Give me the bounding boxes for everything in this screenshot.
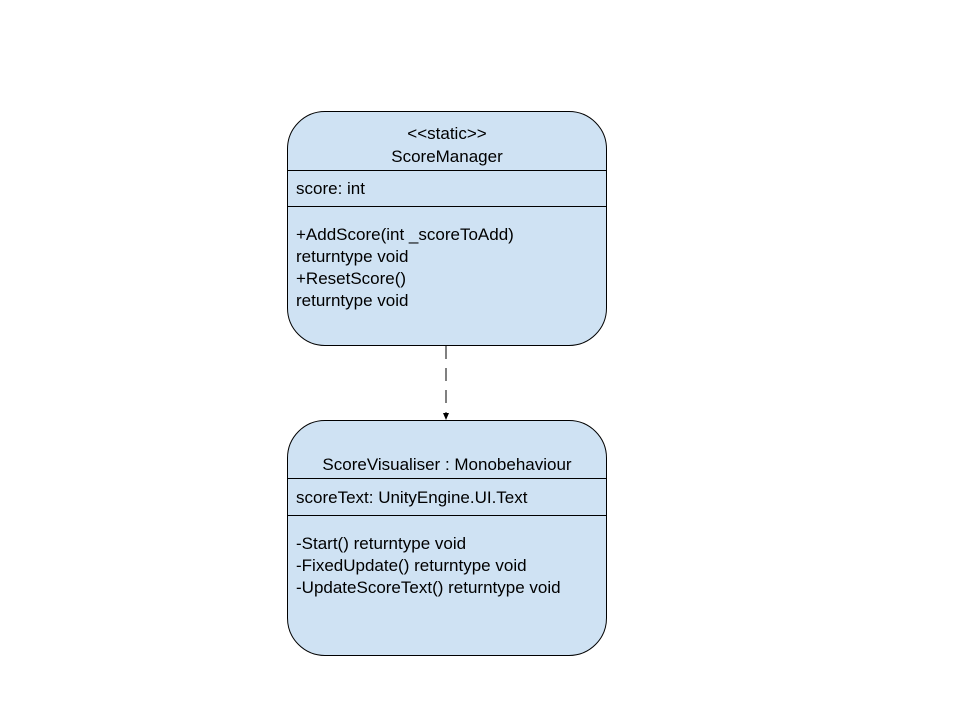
class-box-scoremanager[interactable]: <<static>> ScoreManager score: int +AddS…: [287, 111, 607, 346]
operation-line: returntype void: [296, 247, 409, 266]
operation-line: +ResetScore(): [296, 269, 407, 288]
operation-line: +AddScore(int _scoreToAdd): [296, 225, 514, 244]
operation-line: -FixedUpdate() returntype void: [296, 556, 527, 575]
operations-section-scoremanager: +AddScore(int _scoreToAdd) returntype vo…: [288, 206, 606, 312]
class-box-scorevisualiser[interactable]: ScoreVisualiser : Monobehaviour scoreTex…: [287, 420, 607, 656]
stereotype-label: <<static>>: [407, 124, 487, 143]
class-name-scoremanager: ScoreManager: [391, 147, 503, 166]
attribute-scoretext: scoreText: UnityEngine.UI.Text: [296, 488, 528, 507]
class-header-scorevisualiser: ScoreVisualiser : Monobehaviour: [288, 421, 606, 478]
operations-section-scorevisualiser: -Start() returntype void -FixedUpdate() …: [288, 515, 606, 599]
operation-line: -UpdateScoreText() returntype void: [296, 578, 561, 597]
attribute-score: score: int: [296, 179, 365, 198]
operation-line: -Start() returntype void: [296, 534, 467, 553]
attributes-section-scorevisualiser: scoreText: UnityEngine.UI.Text: [288, 478, 606, 515]
attributes-section-scoremanager: score: int: [288, 170, 606, 206]
class-name-scorevisualiser: ScoreVisualiser : Monobehaviour: [322, 455, 572, 474]
class-header-scoremanager: <<static>> ScoreManager: [288, 112, 606, 170]
arrowhead-icon: [443, 413, 449, 420]
operation-line: returntype void: [296, 291, 409, 310]
